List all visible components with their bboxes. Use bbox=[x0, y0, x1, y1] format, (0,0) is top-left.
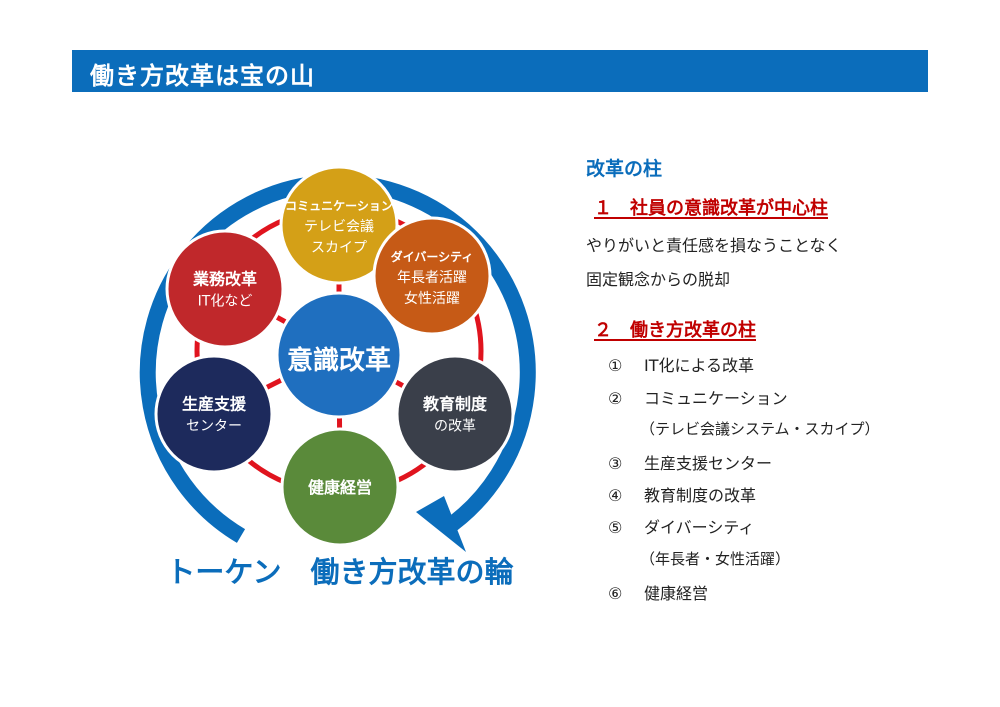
node-circle bbox=[279, 165, 399, 285]
node-education: 教育制度の改革 bbox=[395, 354, 515, 474]
item-text: ダイバーシティ bbox=[644, 518, 755, 537]
pillar1-title: １ 社員の意識改革が中心柱 bbox=[594, 198, 828, 219]
node-circle bbox=[372, 216, 492, 336]
item-text: コミュニケーション bbox=[644, 389, 788, 408]
item-number: ⑥ bbox=[608, 584, 623, 603]
node-circle bbox=[165, 229, 285, 349]
center-node bbox=[275, 291, 403, 419]
node-title: 教育制度 bbox=[423, 395, 488, 414]
pillar1-line-2: 固定観念からの脱却 bbox=[586, 270, 731, 289]
node-health: 健康経営 bbox=[280, 427, 400, 547]
node-circle bbox=[154, 354, 274, 474]
pillar-item: ① IT化による改革 bbox=[608, 352, 754, 376]
center-label: 意識改革 bbox=[287, 345, 391, 376]
pillar-item: ② コミュニケーション bbox=[608, 385, 788, 409]
pillar1-line-1: やりがいと責任感を損なうことなく bbox=[586, 236, 842, 255]
node-subtitle: 年長者活躍 bbox=[397, 270, 467, 286]
item-text: IT化による改革 bbox=[644, 356, 755, 375]
item-number: ⑤ bbox=[608, 518, 623, 537]
pillars-heading: 改革の柱 bbox=[586, 158, 663, 180]
item-text: 生産支援センター bbox=[644, 454, 773, 473]
node-production: 生産支援センター bbox=[154, 354, 274, 474]
node-circle bbox=[395, 354, 515, 474]
node-title: 生産支援 bbox=[182, 395, 247, 414]
item-number: ① bbox=[608, 356, 623, 375]
node-title: 業務改革 bbox=[192, 270, 257, 289]
node-title: ダイバーシティ bbox=[391, 249, 474, 264]
node-title: コミュニケーション bbox=[285, 199, 393, 213]
pillar-item: ③ 生産支援センター bbox=[608, 450, 772, 474]
pillar2-title: ２ 働き方改革の柱 bbox=[594, 320, 756, 341]
node-title: 健康経営 bbox=[308, 478, 372, 497]
pillar-item-note: （テレビ会議システム・スカイプ） bbox=[640, 420, 880, 438]
pillar-item: ⑤ ダイバーシティ bbox=[608, 514, 754, 538]
item-number: ④ bbox=[608, 486, 623, 505]
node-subtitle: センター bbox=[186, 419, 242, 435]
pillar-item: ⑥ 健康経営 bbox=[608, 580, 708, 604]
item-text: 健康経営 bbox=[644, 584, 709, 603]
diagram-caption: トーケン 働き方改革の輪 bbox=[166, 555, 514, 589]
node-business: 業務改革 IT化など bbox=[165, 229, 285, 349]
page-title: 働き方改革は宝の山 bbox=[90, 62, 315, 90]
pillar-item-note: （年長者・女性活躍） bbox=[640, 550, 791, 568]
item-text: 教育制度の改革 bbox=[644, 486, 757, 505]
item-number: ③ bbox=[608, 454, 623, 473]
node-subtitle: テレビ会議 bbox=[304, 218, 374, 235]
title-bar: 働き方改革は宝の山 bbox=[72, 50, 928, 92]
nodes: コミュニケーションテレビ会議スカイプダイバーシティ年長者活躍女性活躍教育制度の改… bbox=[154, 165, 515, 547]
node-subtitle: 女性活躍 bbox=[404, 290, 460, 307]
node-subtitle: IT化など bbox=[198, 294, 253, 310]
node-subtitle: の改革 bbox=[434, 419, 476, 435]
pillar-item: ④ 教育制度の改革 bbox=[608, 482, 756, 506]
item-number: ② bbox=[608, 389, 623, 408]
node-subtitle: スカイプ bbox=[311, 240, 367, 256]
cycle-arrow-head bbox=[416, 496, 466, 552]
node-circle bbox=[280, 427, 400, 547]
